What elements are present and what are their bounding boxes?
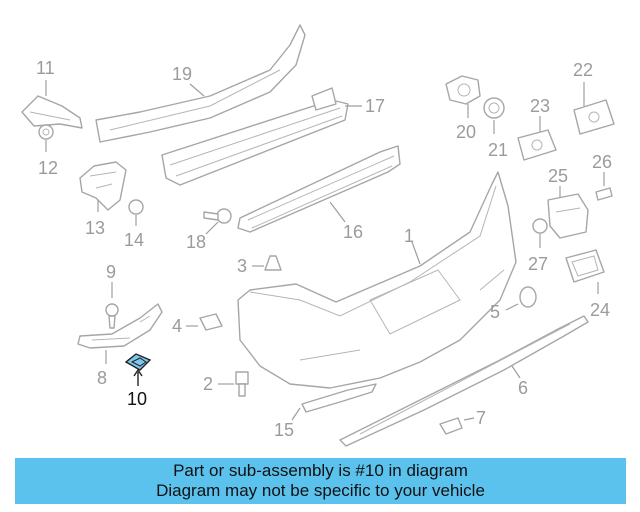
label-24: 24 xyxy=(590,300,610,320)
label-21: 21 xyxy=(488,140,508,160)
part-1-bumper-cover: 1 xyxy=(237,171,517,389)
label-27: 27 xyxy=(528,254,548,274)
part-6-valance: 6 xyxy=(339,315,589,447)
label-16: 16 xyxy=(343,222,363,242)
part-9-screw: 9 xyxy=(105,262,119,329)
label-18: 18 xyxy=(186,232,206,252)
part-7-clip: 7 xyxy=(439,408,486,435)
label-26: 26 xyxy=(592,152,612,172)
part-10-highlighted[interactable]: 10 xyxy=(124,353,152,409)
part-4-clip: 4 xyxy=(172,313,223,336)
label-20: 20 xyxy=(456,122,476,142)
label-13: 13 xyxy=(85,218,105,238)
label-5: 5 xyxy=(490,302,500,322)
part-27-clip: 27 xyxy=(528,218,548,274)
label-8: 8 xyxy=(97,368,107,388)
part-5-cap: 5 xyxy=(490,286,537,322)
label-17: 17 xyxy=(365,96,385,116)
diagram-canvas: 19 17 16 11 12 13 14 xyxy=(21,24,615,447)
banner-line-2: Diagram may not be specific to your vehi… xyxy=(156,481,485,500)
part-22-bracket: 22 xyxy=(573,60,615,135)
label-6: 6 xyxy=(518,378,528,398)
part-26-bolt: 26 xyxy=(592,152,613,201)
label-4: 4 xyxy=(172,316,182,336)
label-23: 23 xyxy=(530,96,550,116)
label-19: 19 xyxy=(172,64,192,84)
label-7: 7 xyxy=(476,408,486,428)
label-22: 22 xyxy=(573,60,593,80)
label-25: 25 xyxy=(548,166,568,186)
part-16-impact-bar: 16 xyxy=(237,145,401,242)
part-21-grommet: 21 xyxy=(483,97,508,160)
part-2-bolt: 2 xyxy=(203,371,249,397)
part-13-bracket: 13 xyxy=(79,161,127,238)
label-14: 14 xyxy=(124,230,144,250)
part-11-bracket: 11 xyxy=(21,58,83,129)
part-20-sensor: 20 xyxy=(445,75,481,142)
label-12: 12 xyxy=(38,158,58,178)
label-10: 10 xyxy=(127,389,147,409)
part-12-nut: 12 xyxy=(38,124,58,178)
label-11: 11 xyxy=(36,58,55,78)
part-23-bracket: 23 xyxy=(517,96,557,161)
part-17-reinforcement: 17 xyxy=(161,87,385,186)
part-8-bracket: 8 xyxy=(77,303,163,388)
part-19-absorber: 19 xyxy=(95,24,306,143)
part-24-module: 24 xyxy=(565,249,610,320)
part-3-clip: 3 xyxy=(237,255,282,276)
part-15-strip: 15 xyxy=(274,383,377,440)
banner-line-1: Part or sub-assembly is #10 in diagram xyxy=(173,461,468,480)
info-banner: Part or sub-assembly is #10 in diagram D… xyxy=(15,458,626,504)
part-25-bracket: 25 xyxy=(547,166,589,239)
label-2: 2 xyxy=(203,374,213,394)
part-18-bolt: 18 xyxy=(186,208,232,252)
label-3: 3 xyxy=(237,256,247,276)
label-9: 9 xyxy=(106,262,116,282)
label-1: 1 xyxy=(404,226,414,246)
parts-diagram: 19 17 16 11 12 13 14 xyxy=(21,24,615,447)
part-14-clip: 14 xyxy=(124,199,144,250)
label-15: 15 xyxy=(274,420,294,440)
